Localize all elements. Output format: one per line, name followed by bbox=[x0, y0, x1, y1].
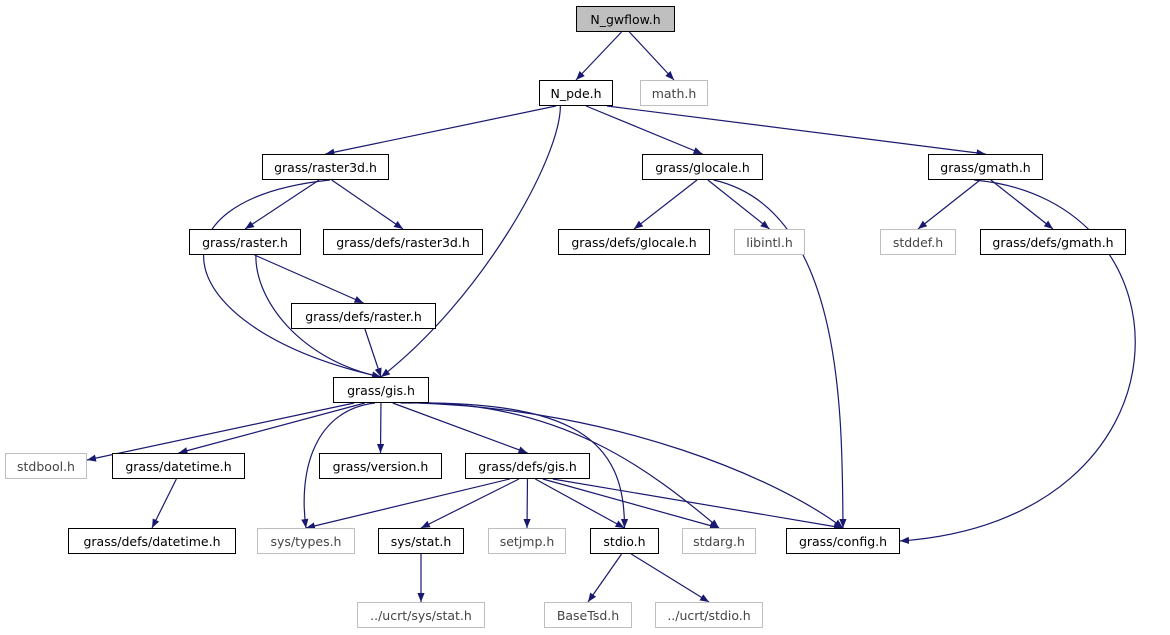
edge-raster-to-defs-raster bbox=[254, 254, 364, 304]
node-math-h[interactable]: math.h bbox=[640, 80, 708, 106]
node-label: ../ucrt/sys/stat.h bbox=[370, 607, 472, 623]
node-grass-defs-raster3d-h[interactable]: grass/defs/raster3d.h bbox=[323, 229, 483, 255]
node-label: stdarg.h bbox=[693, 533, 745, 549]
edge-gis-to-sys-types bbox=[301, 402, 376, 529]
node-grass-defs-datetime-h[interactable]: grass/defs/datetime.h bbox=[68, 528, 236, 554]
node-label: N_pde.h bbox=[550, 85, 602, 101]
node-label: grass/gis.h bbox=[347, 382, 415, 398]
edge-glocale-to-defs-glocale bbox=[633, 179, 698, 230]
node-sys-types-h[interactable]: sys/types.h bbox=[257, 528, 355, 554]
node-label: grass/gmath.h bbox=[940, 159, 1031, 175]
edge-n-gwflow-to-n-pde bbox=[575, 31, 622, 81]
node-stdbool-h[interactable]: stdbool.h bbox=[5, 453, 87, 479]
node-n-pde-h[interactable]: N_pde.h bbox=[539, 80, 613, 106]
node-stddef-h[interactable]: stddef.h bbox=[880, 229, 956, 255]
edge-gis-to-defs-gis bbox=[392, 402, 528, 454]
node-label: grass/raster3d.h bbox=[274, 159, 377, 175]
edge-n-pde-to-raster3d bbox=[325, 105, 557, 156]
edge-raster3d-to-defs-raster3d bbox=[331, 179, 404, 230]
node-label: setjmp.h bbox=[499, 533, 555, 549]
node-grass-version-h[interactable]: grass/version.h bbox=[319, 453, 442, 479]
edge-gmath-to-defs-gmath bbox=[990, 179, 1054, 230]
edge-raster-to-gis bbox=[255, 254, 382, 379]
node-grass-gmath-h[interactable]: grass/gmath.h bbox=[928, 154, 1043, 180]
node-grass-defs-gis-h[interactable]: grass/defs/gis.h bbox=[465, 453, 590, 479]
edge-gis-to-datetime bbox=[178, 402, 365, 455]
node-grass-gis-h[interactable]: grass/gis.h bbox=[333, 377, 429, 403]
edge-datetime-to-defs-datetime bbox=[151, 478, 177, 529]
edge-layer bbox=[86, 31, 1136, 603]
node-label: N_gwflow.h bbox=[590, 11, 661, 27]
node-grass-datetime-h[interactable]: grass/datetime.h bbox=[112, 453, 245, 479]
edge-defs-gis-to-sys-stat bbox=[420, 478, 520, 529]
edge-n-pde-to-gis bbox=[380, 105, 561, 378]
node-ucrt-stdio-h[interactable]: ../ucrt/stdio.h bbox=[655, 602, 763, 628]
node-label: BaseTsd.h bbox=[556, 607, 620, 623]
node-libintl-h[interactable]: libintl.h bbox=[734, 229, 805, 255]
node-label: math.h bbox=[651, 85, 697, 101]
edge-gis-to-config bbox=[417, 402, 844, 529]
node-basetsd-h[interactable]: BaseTsd.h bbox=[544, 602, 632, 628]
node-setjmp-h[interactable]: setjmp.h bbox=[488, 528, 566, 554]
node-grass-config-h[interactable]: grass/config.h bbox=[786, 528, 900, 554]
node-n-gwflow-h[interactable]: N_gwflow.h bbox=[576, 6, 675, 32]
node-ucrt-sys-stat-h[interactable]: ../ucrt/sys/stat.h bbox=[357, 602, 485, 628]
node-label: grass/version.h bbox=[332, 458, 429, 474]
node-grass-raster3d-h[interactable]: grass/raster3d.h bbox=[262, 154, 389, 180]
node-label: stdio.h bbox=[603, 533, 646, 549]
node-stdarg-h[interactable]: stdarg.h bbox=[682, 528, 756, 554]
edge-glocale-to-libintl bbox=[707, 179, 770, 230]
node-label: grass/raster.h bbox=[202, 234, 288, 250]
edge-raster3d-to-gis bbox=[203, 179, 382, 379]
node-grass-glocale-h[interactable]: grass/glocale.h bbox=[642, 154, 763, 180]
node-label: stdbool.h bbox=[17, 458, 75, 474]
edge-glocale-to-config bbox=[713, 179, 847, 529]
node-sys-stat-h[interactable]: sys/stat.h bbox=[378, 528, 464, 554]
edge-defs-gis-to-sys-types bbox=[305, 478, 510, 530]
edge-n-pde-to-glocale bbox=[585, 105, 703, 155]
node-grass-raster-h[interactable]: grass/raster.h bbox=[189, 229, 301, 255]
node-label: grass/datetime.h bbox=[125, 458, 232, 474]
edge-defs-gis-to-stdarg bbox=[542, 478, 720, 530]
node-label: grass/defs/gmath.h bbox=[992, 234, 1114, 250]
node-grass-defs-gmath-h[interactable]: grass/defs/gmath.h bbox=[980, 229, 1126, 255]
edge-gmath-to-stddef bbox=[917, 179, 981, 230]
edge-n-gwflow-to-math bbox=[628, 31, 675, 81]
node-label: grass/config.h bbox=[798, 533, 888, 549]
node-label: stddef.h bbox=[892, 234, 944, 250]
edge-stdio-to-basetsd bbox=[587, 553, 623, 603]
edge-defs-gis-to-stdio bbox=[534, 478, 625, 529]
node-label: grass/defs/gis.h bbox=[478, 458, 577, 474]
node-label: grass/defs/raster.h bbox=[305, 308, 422, 324]
edge-gmath-to-config bbox=[899, 179, 1136, 544]
node-label: libintl.h bbox=[746, 234, 793, 250]
edge-stdio-to-ucrt-stdio bbox=[630, 553, 710, 603]
node-stdio-h[interactable]: stdio.h bbox=[590, 528, 659, 554]
node-label: grass/defs/raster3d.h bbox=[336, 234, 470, 250]
node-grass-defs-raster-h[interactable]: grass/defs/raster.h bbox=[291, 303, 436, 329]
node-label: ../ucrt/stdio.h bbox=[667, 607, 751, 623]
node-label: grass/defs/datetime.h bbox=[83, 533, 221, 549]
edge-n-pde-to-gmath bbox=[606, 105, 986, 157]
node-label: sys/types.h bbox=[270, 533, 342, 549]
edge-defs-gis-to-config bbox=[552, 478, 844, 531]
node-grass-defs-glocale-h[interactable]: grass/defs/glocale.h bbox=[558, 229, 710, 255]
node-label: sys/stat.h bbox=[390, 533, 452, 549]
edge-raster3d-to-raster bbox=[244, 179, 320, 230]
edge-gis-to-stdio bbox=[400, 402, 629, 529]
node-label: grass/glocale.h bbox=[655, 159, 750, 175]
edge-gis-to-stdbool bbox=[86, 402, 355, 462]
edge-defs-raster-to-gis bbox=[364, 328, 382, 378]
node-label: grass/defs/glocale.h bbox=[571, 234, 697, 250]
